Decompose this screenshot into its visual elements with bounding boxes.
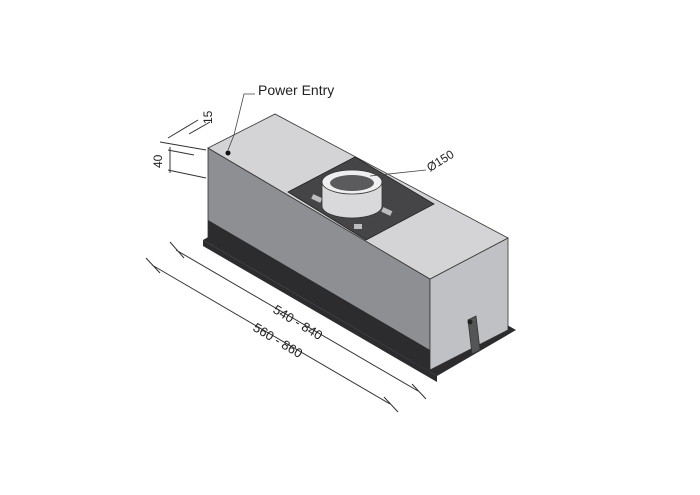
dim-15-label: 15 [201, 110, 215, 124]
dim-40-label: 40 [151, 154, 165, 168]
dim-15-line [159, 119, 211, 151]
dim-540-840-line [169, 241, 427, 400]
dim-40-line [167, 147, 207, 179]
power-entry-point [225, 150, 231, 156]
plate-tab-front [354, 224, 362, 229]
power-entry-cable [227, 93, 255, 151]
power-entry-label: Power Entry [258, 82, 334, 98]
housing-front-band [208, 220, 430, 372]
bottom-frame-lip [203, 240, 437, 382]
diameter-leader [369, 169, 427, 177]
plate-tab-right [381, 207, 393, 216]
dim-560-860-line [145, 257, 399, 413]
duct-spigot-opening [330, 175, 374, 191]
plate-tab-left [311, 194, 323, 203]
diameter-label: Ø150 [424, 147, 457, 175]
side-bracket-screw [467, 319, 473, 325]
side-bracket [467, 315, 481, 355]
